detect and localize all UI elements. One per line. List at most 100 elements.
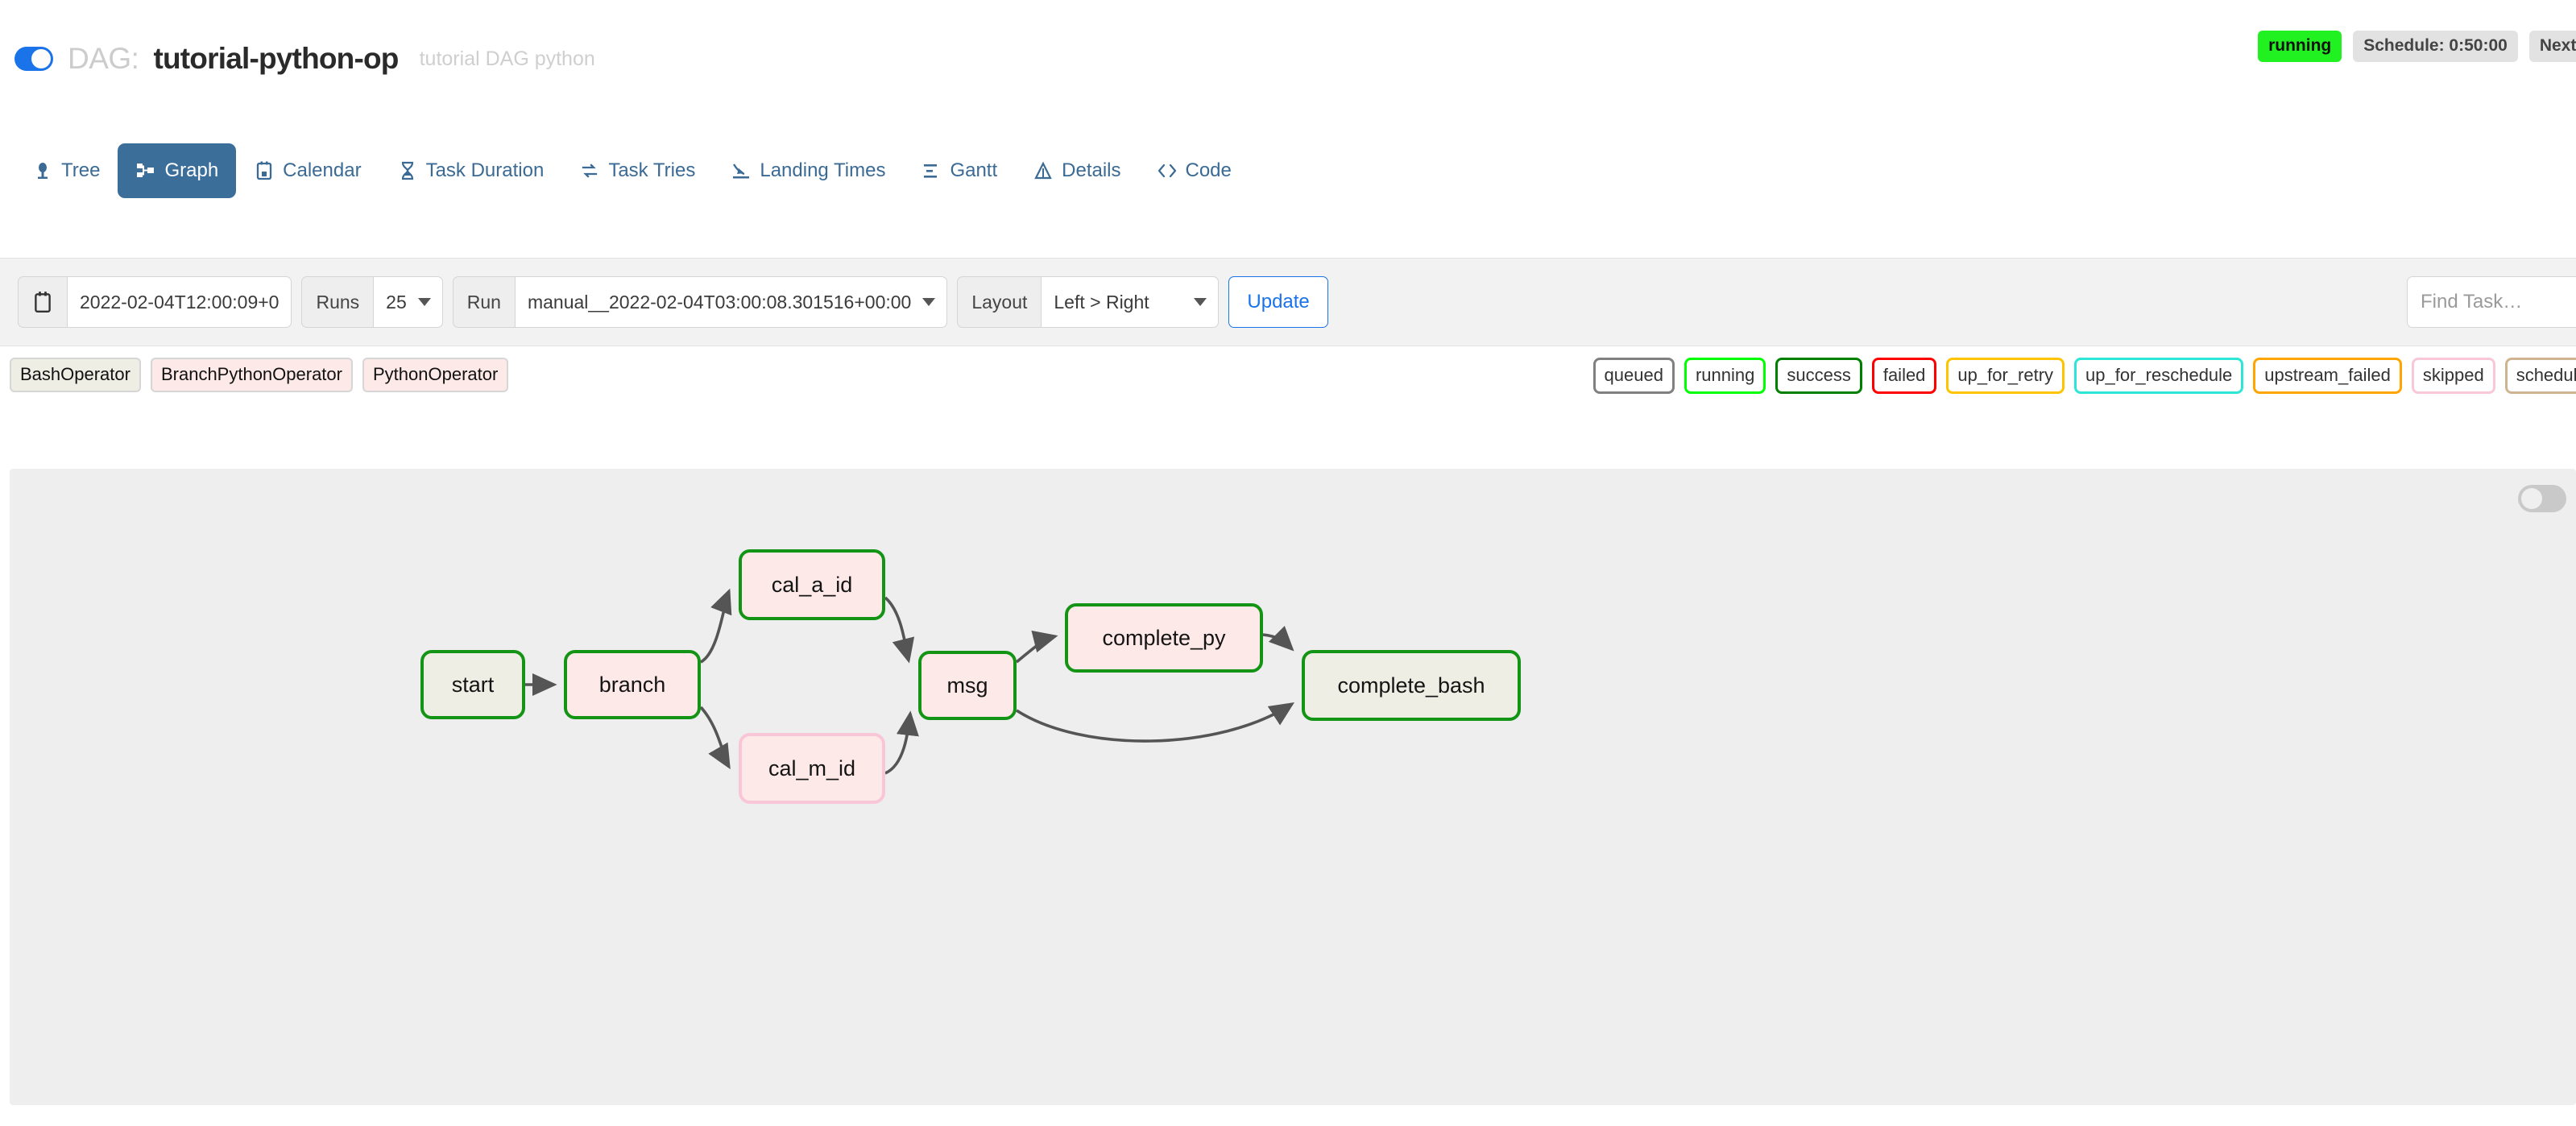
tab-details[interactable]: Details [1015,143,1138,198]
retry-icon [579,160,600,181]
layout-select[interactable]: Left > Right [1042,276,1220,328]
tab-calendar[interactable]: Calendar [236,143,379,198]
canvas-toggle-knob [2521,488,2542,509]
layout-select-value: Left > Right [1054,291,1149,313]
dag-node-branch[interactable]: branch [564,650,701,719]
edge-msg-complete_py [1015,630,1058,664]
status-legend-up-for-reschedule[interactable]: up_for_reschedule [2074,358,2244,394]
tab-task-tries[interactable]: Task Tries [561,143,713,198]
runs-label: Runs [301,276,375,328]
tab-landing-times-label: Landing Times [760,159,886,181]
code-icon [1157,160,1178,181]
calendar-icon [254,160,275,181]
dag-nav-tabs: Tree Graph Calendar Task Duration Task T… [14,143,1249,198]
schedule-badge[interactable]: Schedule: 0:50:00 [2353,31,2518,62]
runs-group: Runs 25 [301,276,443,328]
edge-branch-cal_a_id [699,588,732,664]
layout-label: Layout [957,276,1042,328]
layout-group: Layout Left > Right [957,276,1220,328]
dag-node-complete_py[interactable]: complete_py [1065,603,1263,673]
tab-calendar-label: Calendar [283,159,362,181]
edge-complete_py-complete_bash [1262,625,1294,652]
dag-node-branch-label: branch [598,672,666,697]
operator-badge-branchpythonoperator[interactable]: BranchPythonOperator [150,358,353,392]
calendar-icon[interactable] [18,276,68,328]
dag-node-msg[interactable]: msg [918,651,1017,720]
dag-graph-canvas[interactable]: start branch cal_a_id cal_m_id msg compl… [10,469,2576,1105]
run-select[interactable]: manual__2022-02-04T03:00:08.301516+00:00 [515,276,948,328]
tab-tree-label: Tree [61,159,101,181]
edge-cal_a_id-msg [884,596,915,664]
dag-node-start-label: start [451,672,495,697]
dag-node-cal_m_id[interactable]: cal_m_id [739,733,885,804]
graph-control-bar: 2022-02-04T12:00:09+0 Runs 25 Run manual… [0,258,2576,346]
page-title: tutorial-python-op [153,42,399,75]
control-group-right: Find Task… [2407,276,2576,328]
tree-icon [32,160,53,181]
dag-prefix-label: DAG: [68,42,139,75]
tab-tree[interactable]: Tree [14,143,118,198]
status-legend-running[interactable]: running [1684,358,1766,394]
tab-code[interactable]: Code [1139,143,1249,198]
operator-legend: BashOperator BranchPythonOperator Python… [10,358,509,392]
dag-node-complete_bash[interactable]: complete_bash [1302,650,1521,721]
hourglass-icon [397,160,418,181]
canvas-toggle-icon[interactable] [2518,485,2566,512]
edge-msg-complete_bash [1016,702,1295,743]
find-task-input[interactable]: Find Task… [2407,276,2576,328]
base-date-group: 2022-02-04T12:00:09+0 [18,276,292,328]
legend-row: BashOperator BranchPythonOperator Python… [0,348,2576,412]
tab-landing-times[interactable]: Landing Times [713,143,903,198]
tab-task-duration[interactable]: Task Duration [379,143,562,198]
status-legend-up-for-retry[interactable]: up_for_retry [1946,358,2065,394]
status-badge-running: running [2258,31,2342,62]
run-label: Run [452,276,516,328]
operator-badge-pythonoperator[interactable]: PythonOperator [362,358,509,392]
chevron-down-icon [922,298,936,306]
triangle-icon [1033,160,1054,181]
dag-node-complete_bash-label: complete_bash [1337,673,1485,698]
tab-gantt[interactable]: Gantt [903,143,1015,198]
toggle-knob [31,49,51,68]
tab-task-duration-label: Task Duration [425,159,545,181]
status-legend-scheduled[interactable]: scheduled [2504,358,2576,394]
header-badge-group: running Schedule: 0:50:00 Next Run [2258,31,2576,62]
tab-task-tries-label: Task Tries [608,159,696,181]
status-legend-queued[interactable]: queued [1592,358,1675,394]
status-legend-failed[interactable]: failed [1871,358,1937,394]
dag-node-complete_py-label: complete_py [1102,625,1226,650]
tab-graph-label: Graph [164,159,219,181]
control-group-left: 2022-02-04T12:00:09+0 Runs 25 Run manual… [18,276,1328,328]
chevron-down-icon [417,298,431,306]
dag-description: tutorial DAG python [419,47,595,70]
status-legend-success[interactable]: success [1775,358,1862,394]
dag-node-cal_m_id-label: cal_m_id [768,755,856,780]
dag-node-msg-label: msg [946,673,988,698]
run-group: Run manual__2022-02-04T03:00:08.301516+0… [452,276,948,328]
dag-edges [525,588,1295,775]
dag-node-cal_a_id-label: cal_a_id [771,572,853,597]
tab-code-label: Code [1185,159,1232,181]
runs-select-value: 25 [386,291,407,313]
run-select-value: manual__2022-02-04T03:00:08.301516+00:00 [527,291,912,313]
dag-node-cal_a_id[interactable]: cal_a_id [739,549,885,620]
status-legend-upstream-failed[interactable]: upstream_failed [2253,358,2402,394]
operator-badge-bashoperator[interactable]: BashOperator [10,358,141,392]
dag-title-row: DAG: tutorial-python-op tutorial DAG pyt… [14,42,595,76]
edge-branch-cal_m_id [699,706,731,770]
gantt-icon [921,160,942,181]
status-legend-skipped[interactable]: skipped [2411,358,2495,394]
landing-icon [731,160,752,181]
tab-gantt-label: Gantt [950,159,998,181]
next-run-badge[interactable]: Next Run [2528,31,2576,62]
update-button[interactable]: Update [1228,276,1328,328]
graph-icon [135,160,156,181]
page-header: DAG: tutorial-python-op tutorial DAG pyt… [0,0,2576,121]
tab-graph[interactable]: Graph [118,143,237,198]
dag-node-start[interactable]: start [420,650,525,719]
dag-pause-toggle-icon[interactable] [14,47,53,71]
edge-cal_m_id-msg [884,710,919,775]
status-legend: queued running success failed up_for_ret… [1592,358,2576,394]
base-date-input[interactable]: 2022-02-04T12:00:09+0 [68,276,292,328]
runs-select[interactable]: 25 [374,276,443,328]
